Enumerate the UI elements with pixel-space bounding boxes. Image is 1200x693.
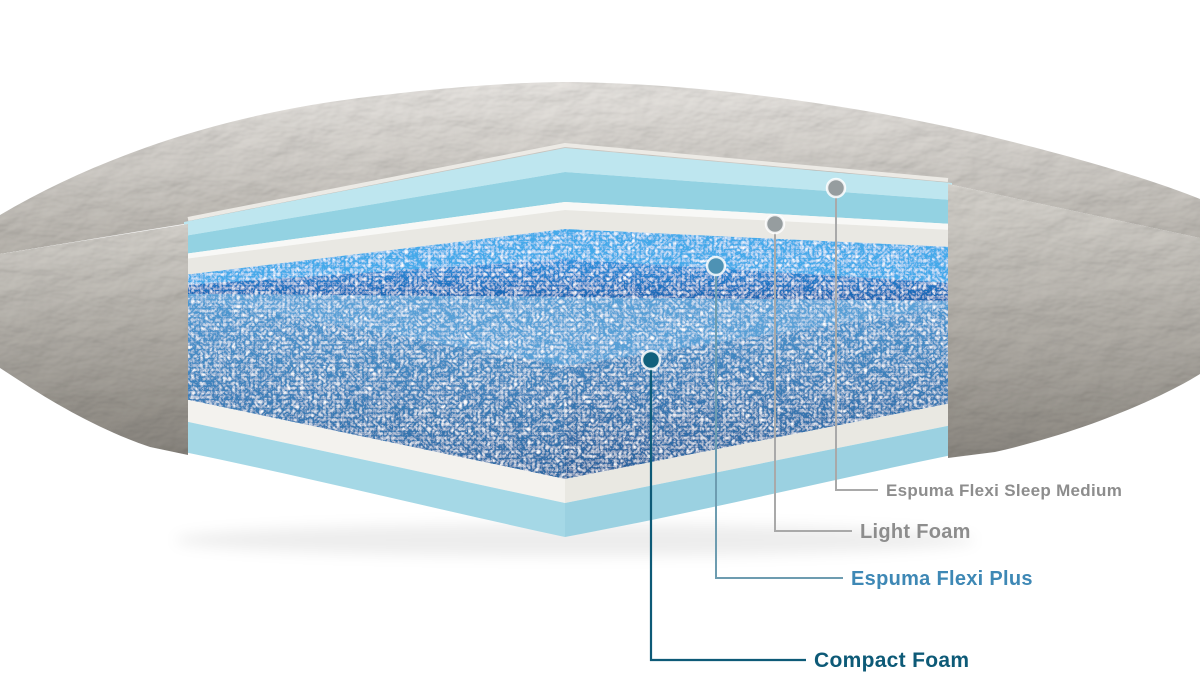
cover-right-panel — [948, 184, 1200, 458]
mattress-layers — [184, 148, 952, 537]
compact-foam-top-face — [184, 294, 952, 366]
callout-dot — [764, 213, 786, 235]
base-white-left — [184, 399, 565, 503]
base-white-right — [565, 403, 952, 503]
callout-line — [774, 224, 852, 532]
callout-line — [715, 266, 843, 579]
callout-dot — [705, 255, 727, 277]
flexi-plus-layer — [184, 229, 952, 301]
light-foam-top-face — [184, 202, 952, 259]
callout-dot — [640, 349, 662, 371]
callout-label: Espuma Flexi Plus — [851, 568, 1033, 590]
callout-espuma-flexi-sleep-medium: Espuma Flexi Sleep Medium — [825, 177, 1122, 500]
callout-label: Light Foam — [860, 521, 971, 543]
cover-piping-edge — [187, 143, 949, 221]
base-foam-right — [565, 425, 952, 537]
callouts: Espuma Flexi Sleep Medium Light Foam Esp… — [640, 177, 1122, 672]
compact-foam-block — [184, 294, 952, 479]
flexi-plus-front-face — [184, 259, 952, 301]
mattress-cover-sides — [0, 184, 1200, 458]
callout-dot — [825, 177, 847, 199]
callout-compact-foam: Compact Foam — [640, 349, 969, 672]
callout-line — [835, 188, 878, 491]
callout-light-foam: Light Foam — [764, 213, 971, 543]
top-foam-front-face — [184, 172, 952, 254]
callout-label: Espuma Flexi Sleep Medium — [886, 481, 1122, 500]
base-foam-left — [184, 421, 565, 537]
compact-foam-left-face — [184, 296, 565, 479]
cover-left-panel — [0, 224, 188, 455]
cover-top-panel — [0, 82, 1200, 262]
flexi-plus-top-face — [184, 229, 952, 285]
callout-line — [649, 360, 806, 662]
light-foam-front-face — [184, 210, 952, 275]
callout-label: Compact Foam — [814, 649, 969, 672]
top-foam-top-face — [184, 148, 952, 236]
compact-foam-right-face — [565, 306, 952, 479]
callout-espuma-flexi-plus: Espuma Flexi Plus — [705, 255, 1033, 590]
mattress-cover-top — [0, 82, 1200, 262]
